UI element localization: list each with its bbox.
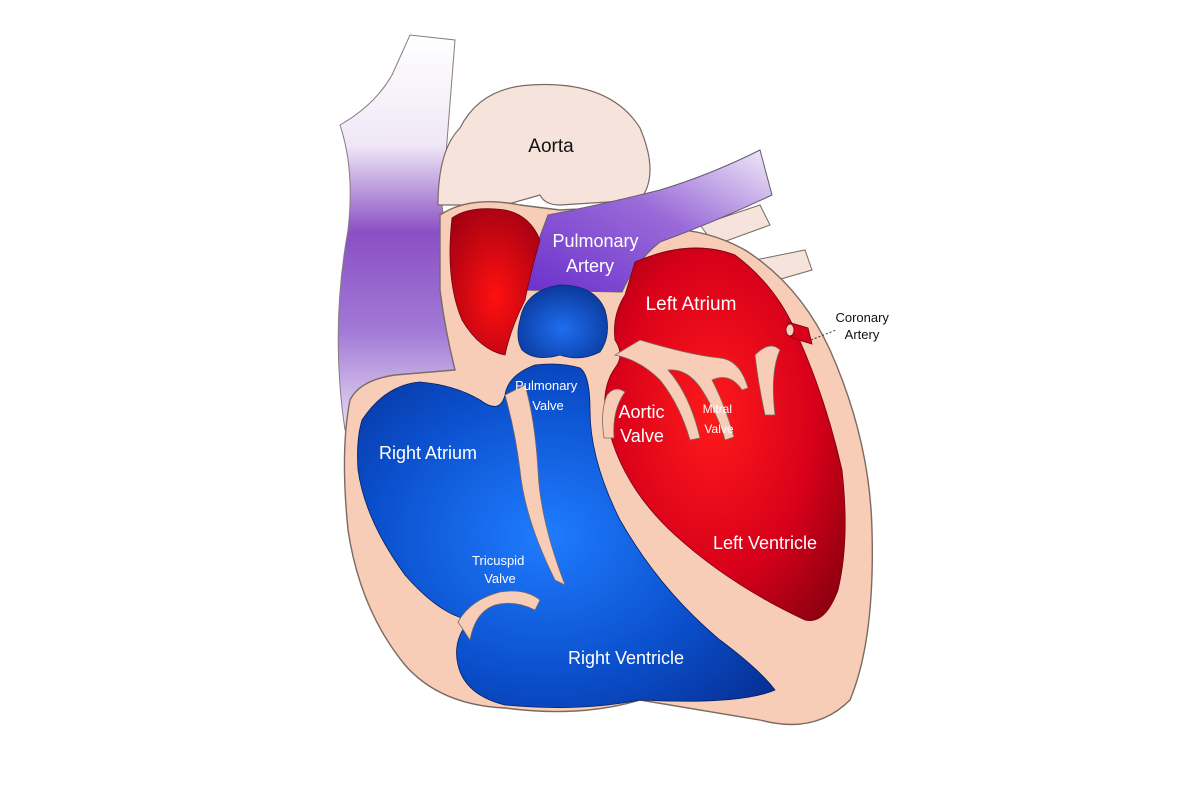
label-aortic-valve-line2: Valve xyxy=(620,426,664,446)
label-aortic-valve-line1: Aortic xyxy=(618,402,664,422)
pulmonary-artery-vessel xyxy=(519,149,773,293)
label-coronary-artery-line2: Artery xyxy=(845,327,880,342)
label-right-atrium: Right Atrium xyxy=(379,443,477,463)
aortic-root-chamber xyxy=(449,208,541,356)
label-coronary-artery: Coronary Artery xyxy=(835,310,892,342)
label-mitral-valve-line2: Valve xyxy=(704,422,733,436)
mitral-valve-cusp xyxy=(754,345,781,416)
label-pulmonary-artery: Pulmonary Artery xyxy=(552,231,643,276)
coronary-leader-line xyxy=(810,329,837,341)
label-pulmonary-valve: Pulmonary Valve xyxy=(515,378,581,413)
label-mitral-valve-line1: Mitral xyxy=(703,402,732,416)
label-aortic-valve: Aortic Valve xyxy=(618,402,669,446)
label-pulmonary-artery-line2: Artery xyxy=(566,256,614,276)
mitral-valve-tissue xyxy=(613,339,749,441)
septum-wall xyxy=(504,384,566,586)
pulmonary-valve-chamber xyxy=(517,284,608,359)
label-pulmonary-artery-line1: Pulmonary xyxy=(552,231,638,251)
aorta-vessel xyxy=(437,83,651,206)
coronary-artery-opening xyxy=(785,323,795,337)
label-tricuspid-valve: Tricuspid Valve xyxy=(472,553,528,586)
label-mitral-valve: Mitral Valve xyxy=(703,402,736,436)
label-tricuspid-valve-line2: Valve xyxy=(484,571,516,586)
label-aorta: Aorta xyxy=(528,136,574,157)
label-left-ventricle: Left Ventricle xyxy=(713,533,817,553)
label-right-ventricle: Right Ventricle xyxy=(568,648,684,668)
tricuspid-valve-tissue xyxy=(457,590,541,642)
label-pulmonary-valve-line2: Valve xyxy=(532,398,564,413)
aortic-valve-leaflet xyxy=(602,388,626,439)
label-coronary-artery-line1: Coronary xyxy=(835,310,889,325)
label-left-atrium: Left Atrium xyxy=(646,294,737,315)
label-pulmonary-valve-line1: Pulmonary xyxy=(515,378,578,393)
label-tricuspid-valve-line1: Tricuspid xyxy=(472,553,524,568)
